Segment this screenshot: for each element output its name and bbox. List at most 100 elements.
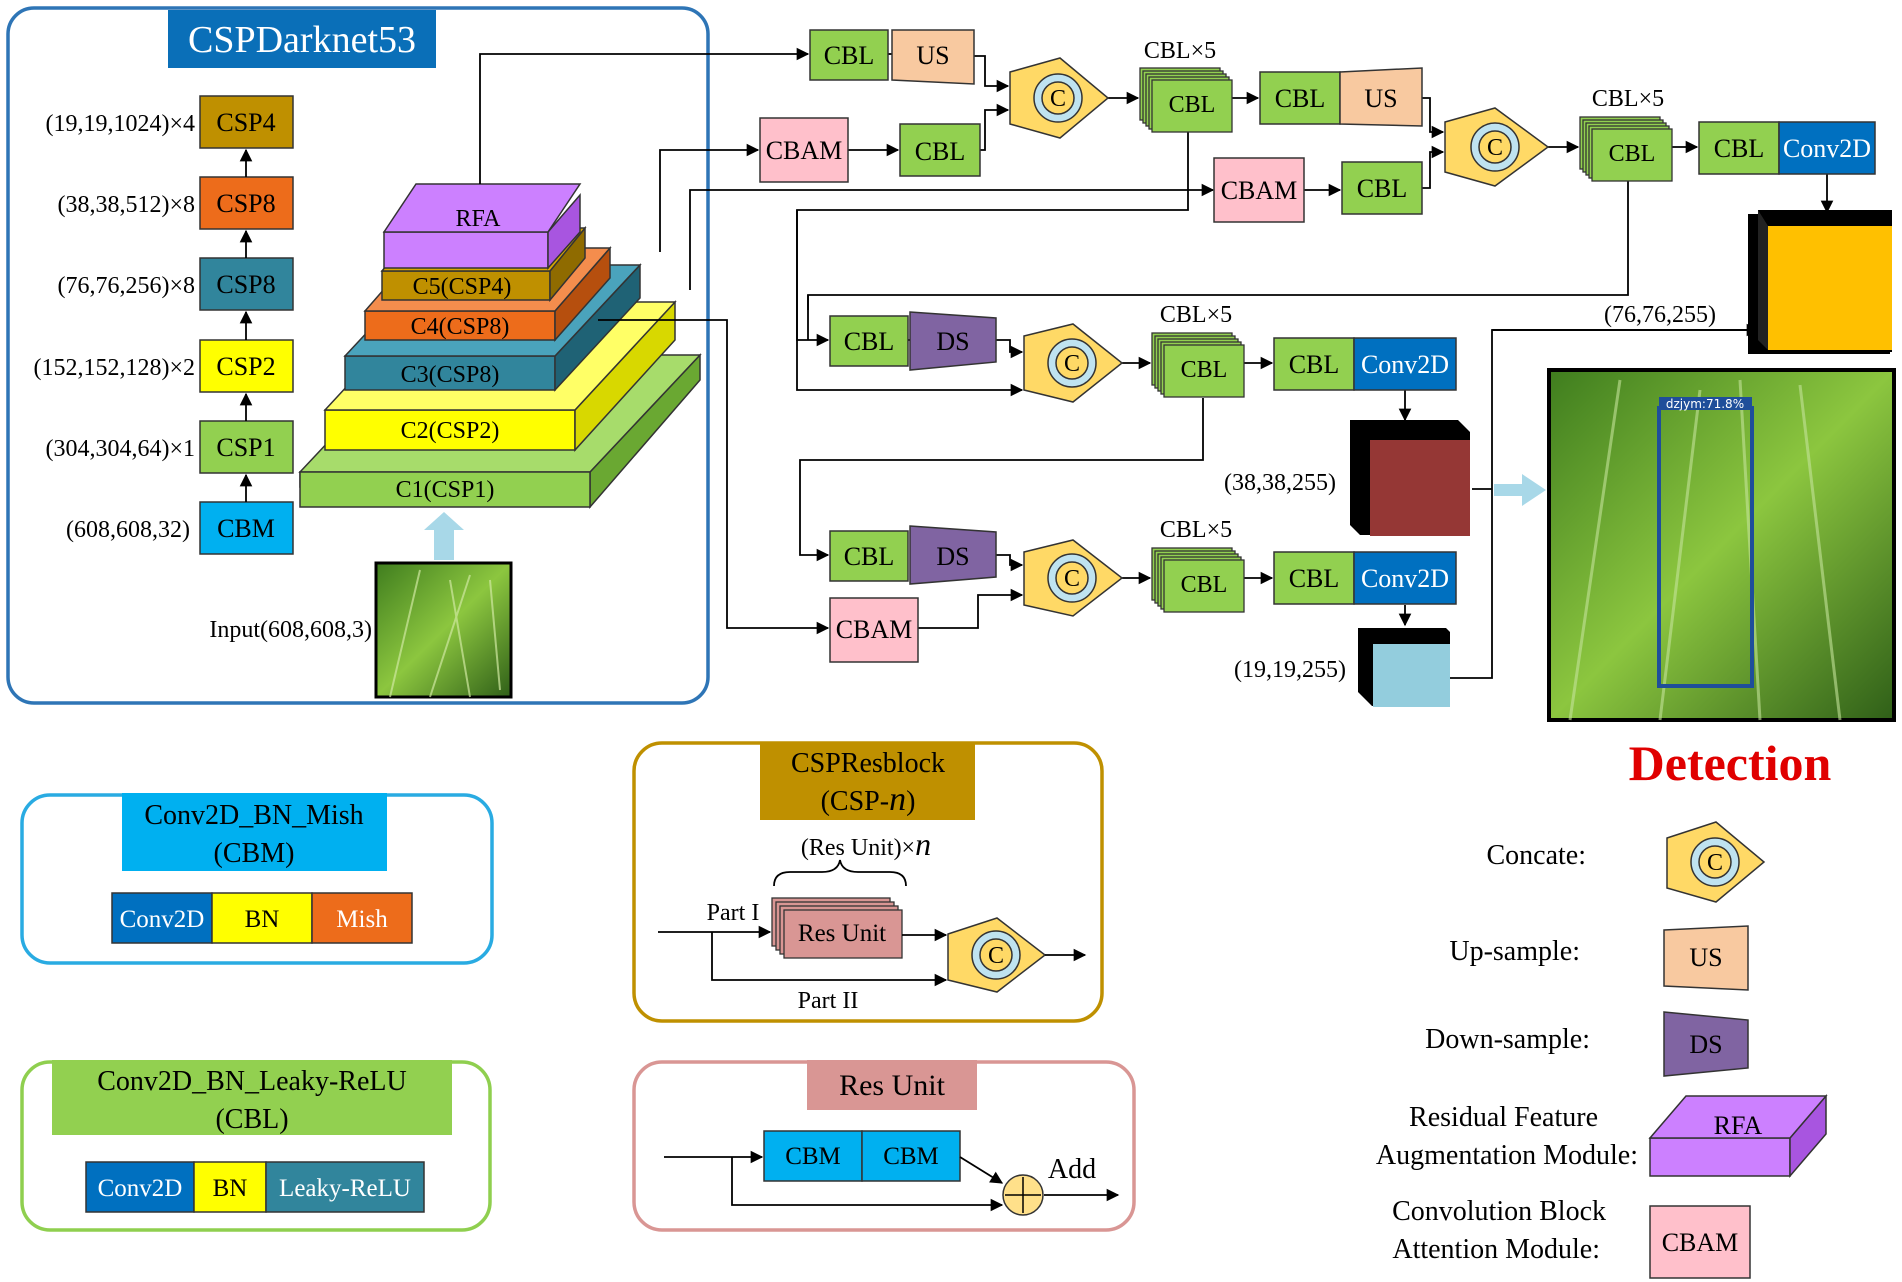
legend-cbm-bn — [211, 892, 313, 944]
legend-cbm-mish-label: Mish — [336, 906, 388, 933]
cbm-box — [199, 501, 294, 555]
legend-cbam-label1: Convolution Block — [1392, 1196, 1606, 1227]
csp8b-dim: (76,76,256)×8 — [57, 273, 195, 299]
cbl-x5-1-title: CBL×5 — [1144, 38, 1216, 64]
cube-19 — [1373, 644, 1450, 707]
cbl-r1c — [1259, 71, 1341, 125]
input-image-blades — [389, 569, 501, 698]
us-r1-label: US — [916, 41, 949, 70]
legend-downsample-label: Down-sample: — [1425, 1024, 1590, 1055]
legend-csp-title2-n: n — [889, 781, 906, 818]
legend-us-text: US — [1689, 943, 1722, 972]
cbam-r2 — [1213, 157, 1305, 223]
ds-r4-label: DS — [936, 542, 969, 571]
cbm-label: CBM — [217, 514, 275, 543]
legend-cbm-title-bg — [122, 793, 387, 871]
legend-cbam-text: CBAM — [1662, 1228, 1739, 1257]
csp8a-label: CSP8 — [216, 189, 275, 218]
detection-arrow — [1494, 474, 1546, 506]
concat-4-label: C — [1064, 566, 1080, 592]
csp1-box — [199, 420, 294, 474]
csp4-dim: (19,19,1024)×4 — [45, 111, 195, 137]
legend-csp-part1: Part I — [707, 900, 760, 926]
legend-cbm-mish — [311, 892, 413, 944]
conv2d-r2-label: Conv2D — [1783, 134, 1871, 163]
legend-cbm-conv2d-label: Conv2D — [120, 906, 205, 933]
legend-cbam-label2: Attention Module: — [1392, 1234, 1600, 1265]
legend-cbm-title2: (CBM) — [214, 838, 295, 869]
legend-cbl-leaky — [265, 1161, 425, 1213]
c5-label: C5(CSP4) — [413, 274, 512, 300]
conv2d-r3 — [1353, 337, 1457, 391]
legend-csp-brace — [773, 859, 907, 887]
cube-38 — [1370, 440, 1470, 536]
legend-cbl-title1: Conv2D_BN_Leaky-ReLU — [97, 1066, 407, 1097]
cbam-r1 — [759, 117, 849, 183]
cbl-r4b — [1273, 551, 1355, 605]
cbl-r3b — [1273, 337, 1355, 391]
legend-csp-resx-a: (Res Unit)× — [801, 835, 915, 861]
cbl-r3b-label: CBL — [1289, 350, 1340, 379]
cbl-r2b-label: CBL — [1714, 134, 1765, 163]
cbl-x5-4-title: CBL×5 — [1160, 517, 1232, 543]
legend-csp-title2-a: (CSP- — [821, 786, 889, 817]
cbl-x5-3-label: CBL — [1181, 357, 1228, 383]
legend-res-cbm2-label: CBM — [883, 1143, 939, 1170]
legend-res-add: Add — [1048, 1154, 1096, 1185]
pyramid-labels: RFA C5(CSP4) C4(CSP8) C3(CSP8) C2(CSP2) … — [396, 206, 512, 503]
legend-res-cbm1-label: CBM — [785, 1143, 841, 1170]
legend-csp-title2: (CSP-n) — [821, 781, 916, 818]
conv2d-r3-label: Conv2D — [1361, 350, 1449, 379]
legend-csp-resunit: Res Unit — [798, 920, 886, 947]
cbl-r1b — [899, 123, 981, 177]
legend-csp-part2: Part II — [798, 988, 859, 1014]
csp1-dim: (304,304,64)×1 — [45, 436, 195, 462]
cbl-x5-4-label: CBL — [1181, 572, 1228, 598]
cbl-r2b — [1698, 121, 1780, 175]
cbl-r4a — [829, 530, 909, 582]
detection-tag-bg — [1659, 397, 1752, 410]
us-r1b — [1339, 67, 1423, 127]
cbl-r1a-label: CBL — [824, 41, 875, 70]
ds-r3-label: DS — [936, 327, 969, 356]
input-label: Input(608,608,3) — [209, 617, 372, 643]
concat-csp-label: C — [988, 943, 1004, 969]
out76-label: (76,76,255) — [1604, 302, 1716, 328]
cbam-r4-label: CBAM — [836, 615, 913, 644]
feature-pyramid — [298, 183, 702, 510]
c2-label: C2(CSP2) — [401, 418, 500, 444]
legend-res-title-bg — [807, 1060, 977, 1110]
cbl-r1c-label: CBL — [1275, 84, 1326, 113]
legend-cbl-conv2d — [85, 1161, 195, 1213]
cbl-x5-1-label: CBL — [1169, 92, 1216, 118]
legend-cbm-title1: Conv2D_BN_Mish — [144, 800, 363, 831]
legend-cbm-bn-label: BN — [245, 906, 280, 933]
cbam-r2-label: CBAM — [1221, 176, 1298, 205]
legend-csp-title-bg — [760, 742, 975, 820]
cbl-r3a-label: CBL — [844, 327, 895, 356]
legend-cbam-shape — [1649, 1205, 1751, 1279]
csp2-label: CSP2 — [216, 352, 275, 381]
legend-cbl-title-bg — [52, 1060, 452, 1135]
legend-res-title: Res Unit — [839, 1069, 946, 1102]
cbl-r1b-label: CBL — [915, 137, 966, 166]
concat-legend-label: C — [1707, 850, 1723, 876]
csp1-label: CSP1 — [216, 433, 275, 462]
legend-cbm-conv2d — [111, 892, 213, 944]
concat-1-label: C — [1050, 86, 1066, 112]
output-cubes — [1350, 210, 1892, 707]
detection-title: Detection — [1629, 735, 1832, 791]
legend-us-shape — [1663, 925, 1749, 991]
backbone-title-bg — [168, 10, 436, 68]
cbm-dim: (608,608,32) — [66, 517, 190, 543]
backbone-frame — [6, 6, 710, 705]
legend-res-cbm2 — [861, 1130, 961, 1182]
legend-rfa-label2: Augmentation Module: — [1376, 1140, 1638, 1171]
cbam-r4 — [829, 597, 919, 663]
concat-2-label: C — [1487, 135, 1503, 161]
legend-concate-label: Concate: — [1486, 840, 1586, 871]
legend-cbl-bn-label: BN — [213, 1175, 248, 1202]
legend-rfa-shape — [1648, 1093, 1828, 1179]
detection-image — [1547, 368, 1896, 722]
